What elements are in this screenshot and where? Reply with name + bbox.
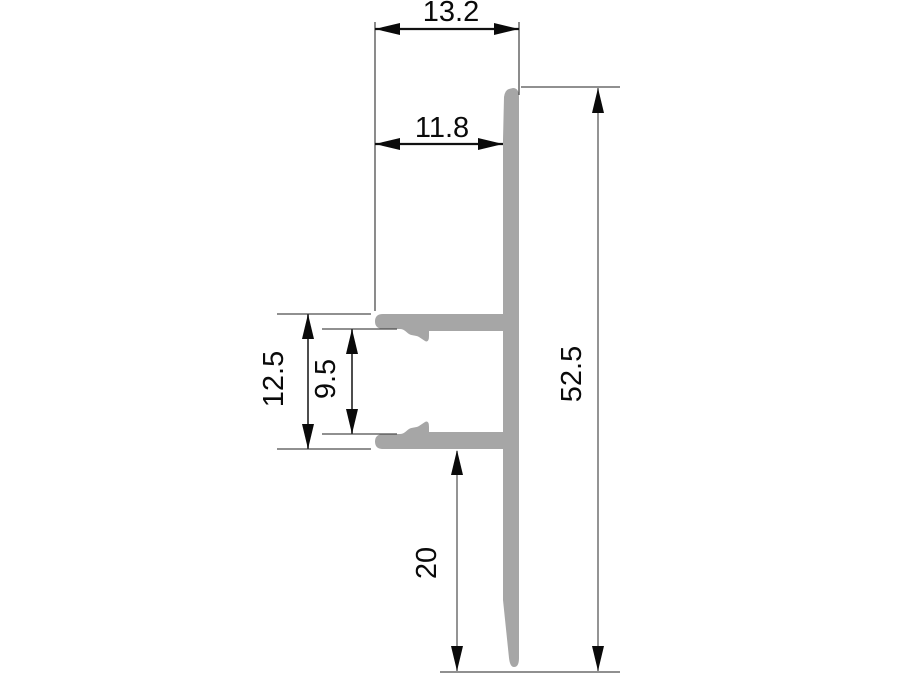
arrow-down-icon (451, 646, 463, 671)
dimension-value-overall-height: 52.5 (556, 346, 588, 402)
dimension-overall-height: 52.5 (556, 88, 604, 671)
dimension-value-channel-outer: 12.5 (258, 351, 290, 407)
dimension-value-flange-length: 11.8 (415, 112, 469, 144)
arrow-right-icon (478, 138, 503, 150)
arrow-up-icon (346, 329, 358, 354)
extension-lines (277, 22, 620, 673)
dimension-value-top-width: 13.2 (423, 0, 479, 28)
dimension-channel-inner: 9.5 (310, 329, 358, 434)
dimension-flange-length: 11.8 (375, 112, 503, 150)
arrow-left-icon (375, 23, 400, 35)
arrow-down-icon (346, 409, 358, 434)
arrow-right-icon (494, 23, 519, 35)
arrow-up-icon (451, 450, 463, 475)
dimension-top-width: 13.2 (375, 0, 519, 35)
dimension-channel-outer: 12.5 (258, 314, 314, 449)
arrow-left-icon (375, 138, 400, 150)
profile-shape (375, 88, 519, 667)
dimension-bottom-extent: 20 (411, 450, 463, 671)
arrow-up-icon (302, 314, 314, 339)
dimension-value-channel-inner: 9.5 (310, 359, 342, 399)
arrow-down-icon (592, 646, 604, 671)
dimension-value-bottom-extent: 20 (411, 547, 443, 579)
arrow-up-icon (592, 88, 604, 113)
arrow-down-icon (302, 424, 314, 449)
